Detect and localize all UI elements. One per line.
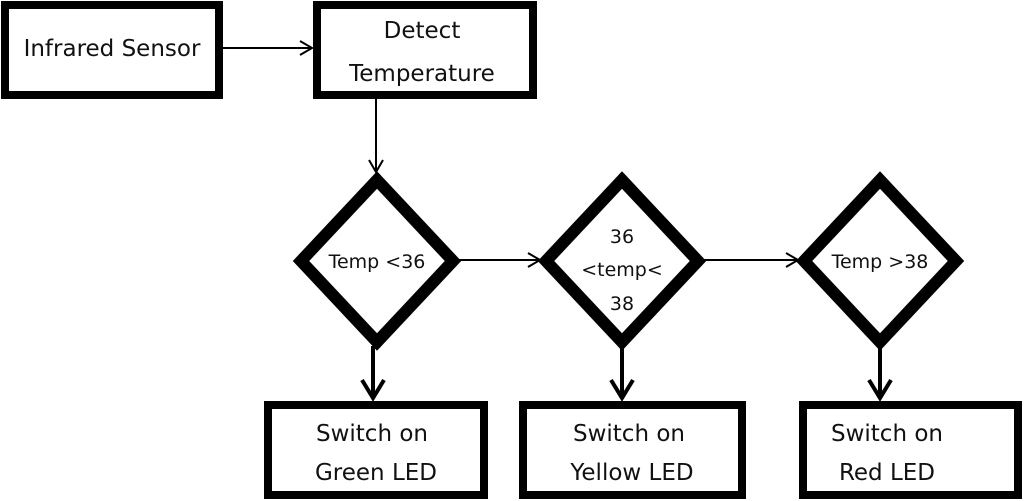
- arrowhead-icon: [360, 378, 386, 402]
- decision-label-line-2: <temp<: [581, 259, 663, 281]
- arrowhead-icon: [609, 378, 635, 402]
- decision-label-line-3: 38: [610, 293, 634, 315]
- node-label: Infrared Sensor: [24, 36, 201, 62]
- node-infrared-sensor: Infrared Sensor: [1, 1, 223, 99]
- node-switch-red-led: Switch on Red LED: [799, 401, 1022, 499]
- decision-temp-36-to-38: 36 <temp< 38: [537, 171, 707, 351]
- node-switch-green-led: Switch on Green LED: [264, 401, 488, 499]
- edge-low-to-mid: [457, 252, 542, 268]
- node-label-line-1: Switch on: [573, 421, 685, 447]
- decision-label: Temp <36: [328, 251, 426, 273]
- node-detect-temperature: Detect Temperature: [313, 1, 537, 99]
- node-label-line-1: Switch on: [316, 421, 428, 447]
- decision-temp-above-38: Temp >38: [795, 171, 965, 351]
- edge-low-to-green: [360, 346, 386, 402]
- node-label-line-2: Temperature: [348, 61, 495, 87]
- edge-detect-to-low: [368, 98, 384, 174]
- arrowhead-icon: [299, 40, 314, 56]
- arrowhead-icon: [867, 378, 893, 402]
- decision-label: Temp >38: [831, 251, 929, 273]
- node-label-line-2: Red LED: [839, 460, 935, 486]
- node-switch-yellow-led: Switch on Yellow LED: [519, 401, 746, 499]
- decision-temp-below-36: Temp <36: [292, 171, 462, 351]
- edge-high-to-red: [867, 346, 893, 402]
- node-label-line-1: Detect: [384, 18, 461, 44]
- node-label-line-2: Yellow LED: [569, 460, 693, 486]
- node-label-line-1: Switch on: [831, 421, 943, 447]
- edge-mid-to-high: [702, 252, 800, 268]
- edge-sensor-to-detect: [222, 40, 314, 56]
- decision-label-line-1: 36: [610, 226, 634, 248]
- node-label-line-2: Green LED: [315, 460, 437, 486]
- arrowhead-icon: [368, 159, 384, 174]
- edge-mid-to-yellow: [609, 346, 635, 402]
